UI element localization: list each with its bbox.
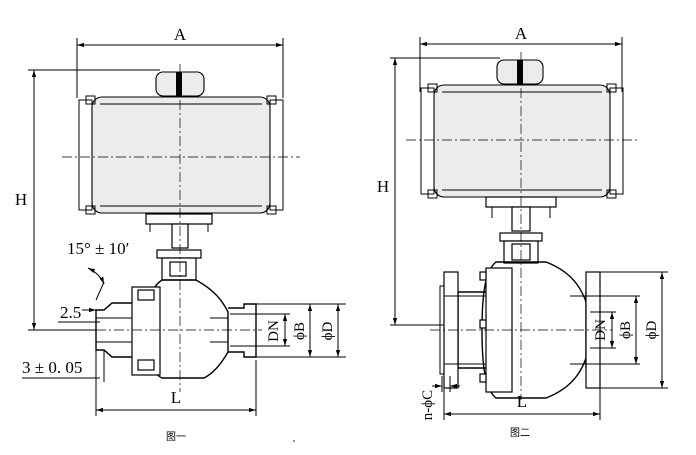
fig1-label-angle: 15° ± 10′ bbox=[67, 239, 129, 258]
fig1-label-d: ϕD bbox=[320, 321, 336, 340]
fig2-label-l: L bbox=[517, 392, 527, 411]
fig2-dim-h: H bbox=[377, 57, 500, 326]
fig1-position-indicator bbox=[176, 72, 182, 96]
stray-dot bbox=[293, 440, 295, 442]
fig2-label-h: H bbox=[377, 177, 389, 196]
fig2-caption: 图二 bbox=[510, 427, 530, 439]
fig2-label-bolts: n-ϕC bbox=[420, 390, 436, 420]
fig1-dim-h: H bbox=[15, 69, 160, 331]
fig2-position-indicator bbox=[517, 60, 523, 84]
fig2-dim-bolts: n-ϕC bbox=[420, 376, 460, 420]
fig1-dim-a: A bbox=[76, 25, 284, 98]
fig1-label-chamfer: 2.5 bbox=[60, 303, 81, 322]
figure-1: A H bbox=[15, 25, 346, 443]
fig1-dim-end: DN ϕB ϕD bbox=[256, 303, 346, 358]
fig1-label-b: ϕB bbox=[292, 322, 308, 340]
fig1-caption: 图一 bbox=[166, 431, 186, 443]
fig1-label-a: A bbox=[174, 25, 187, 44]
fig1-weld-prep: 15° ± 10′ 2.5 3 ± 0. 05 bbox=[22, 239, 129, 382]
fig2-label-dn: DN bbox=[593, 319, 609, 341]
fig1-valve-body bbox=[95, 279, 257, 379]
fig2-dim-a: A bbox=[419, 24, 623, 92]
fig2-label-b: ϕB bbox=[618, 321, 634, 339]
figure-2: A H bbox=[377, 24, 668, 439]
fig1-actuator bbox=[78, 95, 284, 215]
fig1-label-l: L bbox=[171, 388, 181, 407]
fig1-bracket bbox=[145, 213, 213, 281]
fig2-actuator bbox=[420, 83, 624, 199]
fig2-label-a: A bbox=[515, 24, 528, 43]
fig2-label-d: ϕD bbox=[644, 320, 660, 339]
fig2-dim-l: L bbox=[443, 388, 601, 420]
fig2-dim-end: DN ϕB ϕD bbox=[590, 271, 668, 389]
fig1-label-h: H bbox=[15, 190, 27, 209]
fig1-label-dn: DN bbox=[266, 320, 282, 342]
fig1-dim-l: L bbox=[95, 360, 257, 416]
fig1-label-gap: 3 ± 0. 05 bbox=[22, 358, 82, 377]
